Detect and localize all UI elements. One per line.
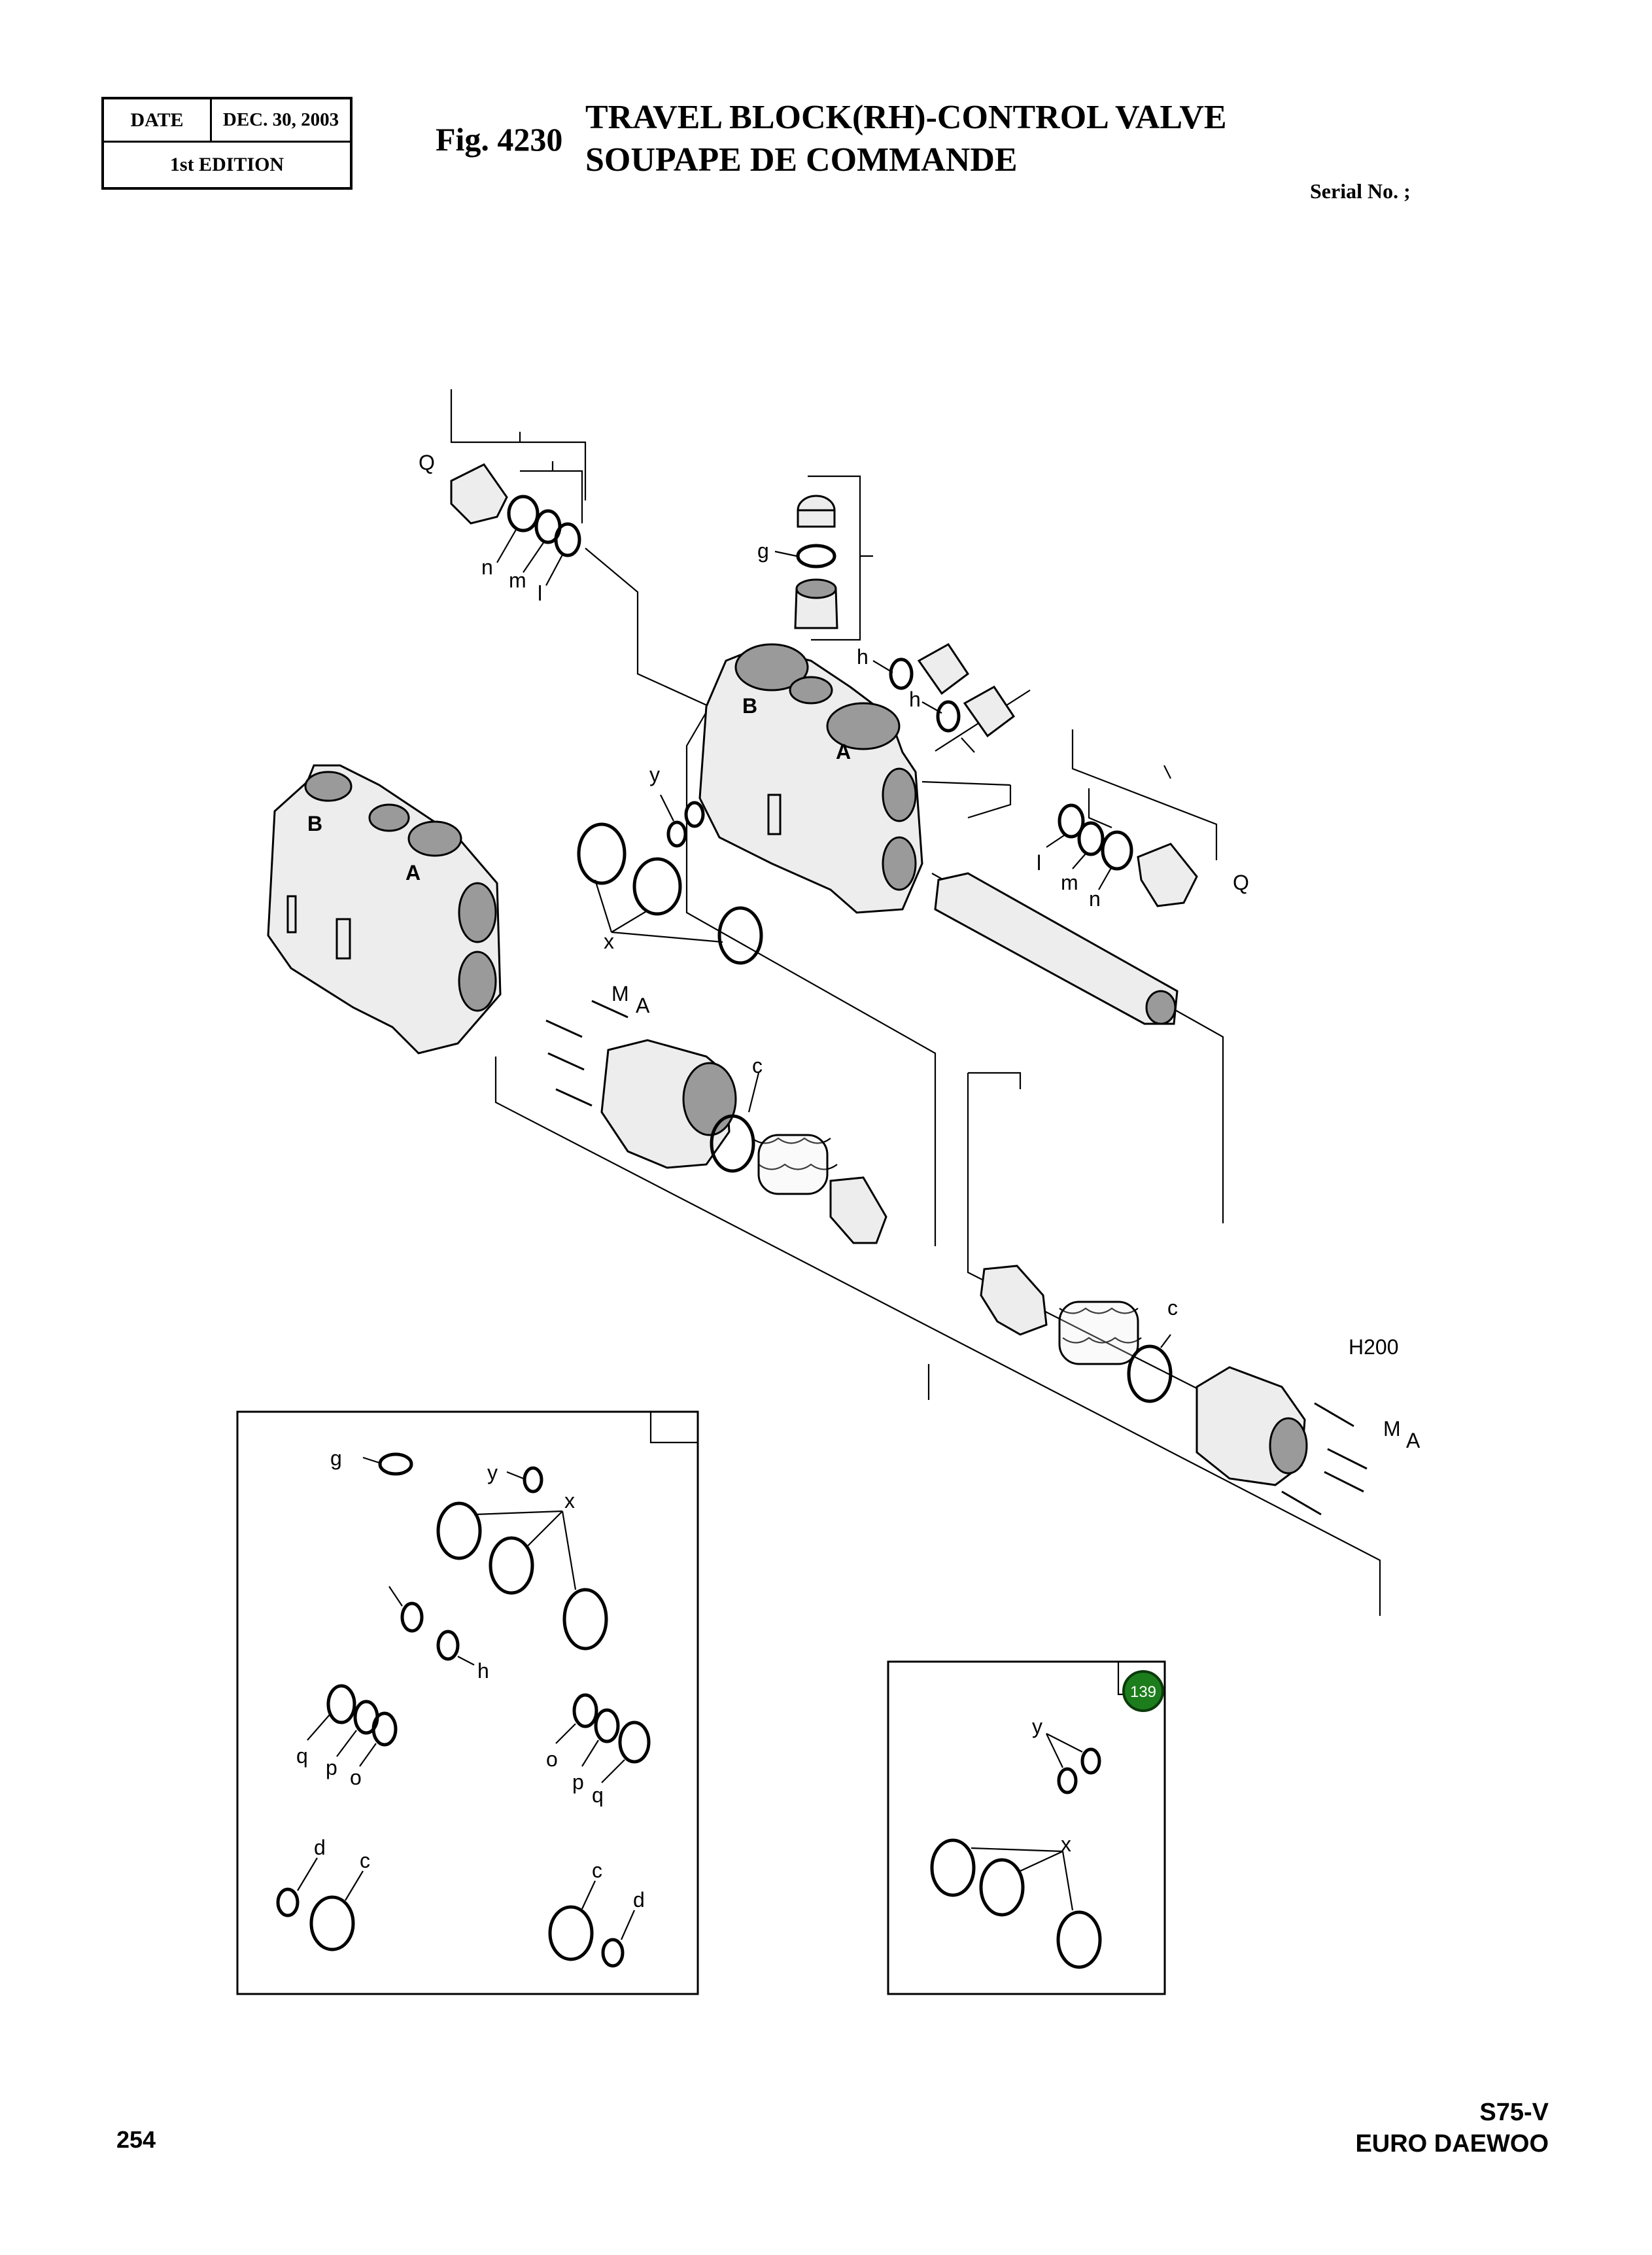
- date-label: DATE: [104, 99, 212, 141]
- callout-c-left: c: [752, 1054, 763, 1077]
- title-english: TRAVEL BLOCK(RH)-CONTROL VALVE: [585, 99, 1227, 136]
- plug-q-left: [450, 463, 581, 586]
- callout-q-right: Q: [1233, 871, 1249, 894]
- date-value: DEC. 30, 2003: [222, 109, 339, 130]
- callout-a-left-cap: A: [636, 994, 650, 1017]
- seal-kit-box-1: g y x h q p o o p q d c c d: [236, 1410, 699, 1995]
- callout-m-left-cap: M: [611, 982, 629, 1005]
- valve-body-center: B A: [698, 643, 923, 914]
- date-edition-box: DATE DEC. 30, 2003 1st EDITION: [101, 97, 353, 190]
- plugs-h: [872, 643, 1016, 738]
- kit1-callout-c-2: c: [592, 1859, 602, 1882]
- callout-h-2: h: [909, 688, 921, 711]
- kit2-callout-y: y: [1032, 1715, 1042, 1738]
- callout-n-left: n: [481, 555, 493, 579]
- kit1-callout-c: c: [360, 1849, 370, 1872]
- plug-q-right: [1046, 803, 1198, 907]
- callout-m-left: m: [509, 568, 526, 592]
- callout-g: g: [757, 539, 769, 563]
- kit1-callout-q: q: [296, 1744, 308, 1768]
- seals-y-x-center: [577, 794, 763, 965]
- kit1-callout-y: y: [487, 1461, 498, 1484]
- callout-m-right-cap: M: [1383, 1417, 1401, 1441]
- title-french: SOUPAPE DE COMMANDE: [585, 141, 1018, 179]
- callout-y: y: [649, 763, 660, 786]
- page-marker-number: 139: [1130, 1683, 1156, 1701]
- callout-h200: H200: [1349, 1335, 1399, 1359]
- kit1-callout-q-2: q: [592, 1783, 604, 1807]
- kit1-callout-g: g: [330, 1446, 342, 1470]
- callout-h-1: h: [857, 645, 869, 669]
- figure-number: Fig. 4230: [436, 121, 563, 158]
- callout-q-left: Q: [419, 451, 435, 474]
- model-name: S75-V: [1479, 2099, 1549, 2126]
- kit1-callout-h: h: [477, 1659, 489, 1683]
- port-label-a-center: A: [836, 740, 851, 763]
- port-label-b: B: [307, 812, 322, 835]
- port-label-a: A: [405, 861, 421, 884]
- serial-number: Serial No. ;: [1310, 179, 1411, 203]
- kit1-callout-p-2: p: [572, 1770, 584, 1794]
- callout-l-right: l: [1037, 851, 1041, 875]
- page-number: 254: [116, 2126, 156, 2153]
- edition-label: 1st EDITION: [169, 154, 284, 175]
- seal-kit-box-2: y x 139: [887, 1660, 1166, 1995]
- kit1-callout-d: d: [314, 1836, 326, 1859]
- callout-l-left: l: [538, 582, 542, 605]
- callout-n-right: n: [1089, 887, 1101, 911]
- main-callouts: Q n m l g h h y x l m n Q M A c c H200 M…: [419, 451, 1420, 1452]
- valve-body-left: B A: [267, 764, 502, 1055]
- callout-m-right: m: [1061, 871, 1078, 894]
- kit1-callout-o: o: [350, 1766, 362, 1789]
- callout-a-right-cap: A: [1406, 1429, 1420, 1452]
- callout-x: x: [604, 930, 614, 953]
- page-marker-badge[interactable]: [1122, 1670, 1164, 1712]
- date-row: DATE DEC. 30, 2003: [104, 99, 350, 143]
- kit2-callout-x: x: [1061, 1832, 1071, 1856]
- plug-g-top: [774, 495, 838, 629]
- cap-left-assembly: [545, 1000, 887, 1244]
- kit1-callout-x: x: [564, 1489, 575, 1512]
- callout-c-right: c: [1167, 1296, 1178, 1320]
- brand-name: EURO DAEWOO: [1355, 2130, 1549, 2158]
- kit1-callout-o-2: o: [546, 1747, 558, 1771]
- spool: [934, 872, 1179, 1025]
- kit1-callout-p: p: [326, 1756, 337, 1779]
- cap-right-assembly: [980, 1265, 1368, 1516]
- port-label-b-center: B: [742, 694, 757, 718]
- kit1-callout-d-2: d: [633, 1888, 645, 1912]
